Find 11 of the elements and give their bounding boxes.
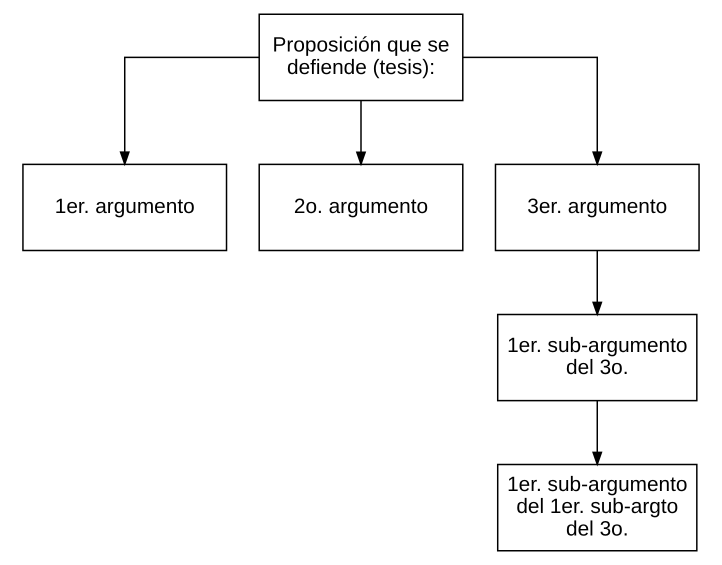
node-box: Proposición que se defiende (tesis):	[258, 14, 464, 102]
arrow	[592, 400, 602, 467]
node-box: 1er. sub-argumento del 3o.	[496, 314, 698, 402]
node-box: 1er. sub-argumento del 1er. sub-argto del 3o.	[496, 464, 698, 552]
node-box: 1er. argumento	[22, 164, 228, 252]
arrow	[120, 56, 259, 166]
node-box: 2o. argumento	[258, 164, 464, 252]
arrow	[592, 250, 602, 316]
node-box: 3er. argumento	[494, 164, 700, 252]
arrow	[463, 56, 602, 166]
arrow	[356, 100, 366, 166]
